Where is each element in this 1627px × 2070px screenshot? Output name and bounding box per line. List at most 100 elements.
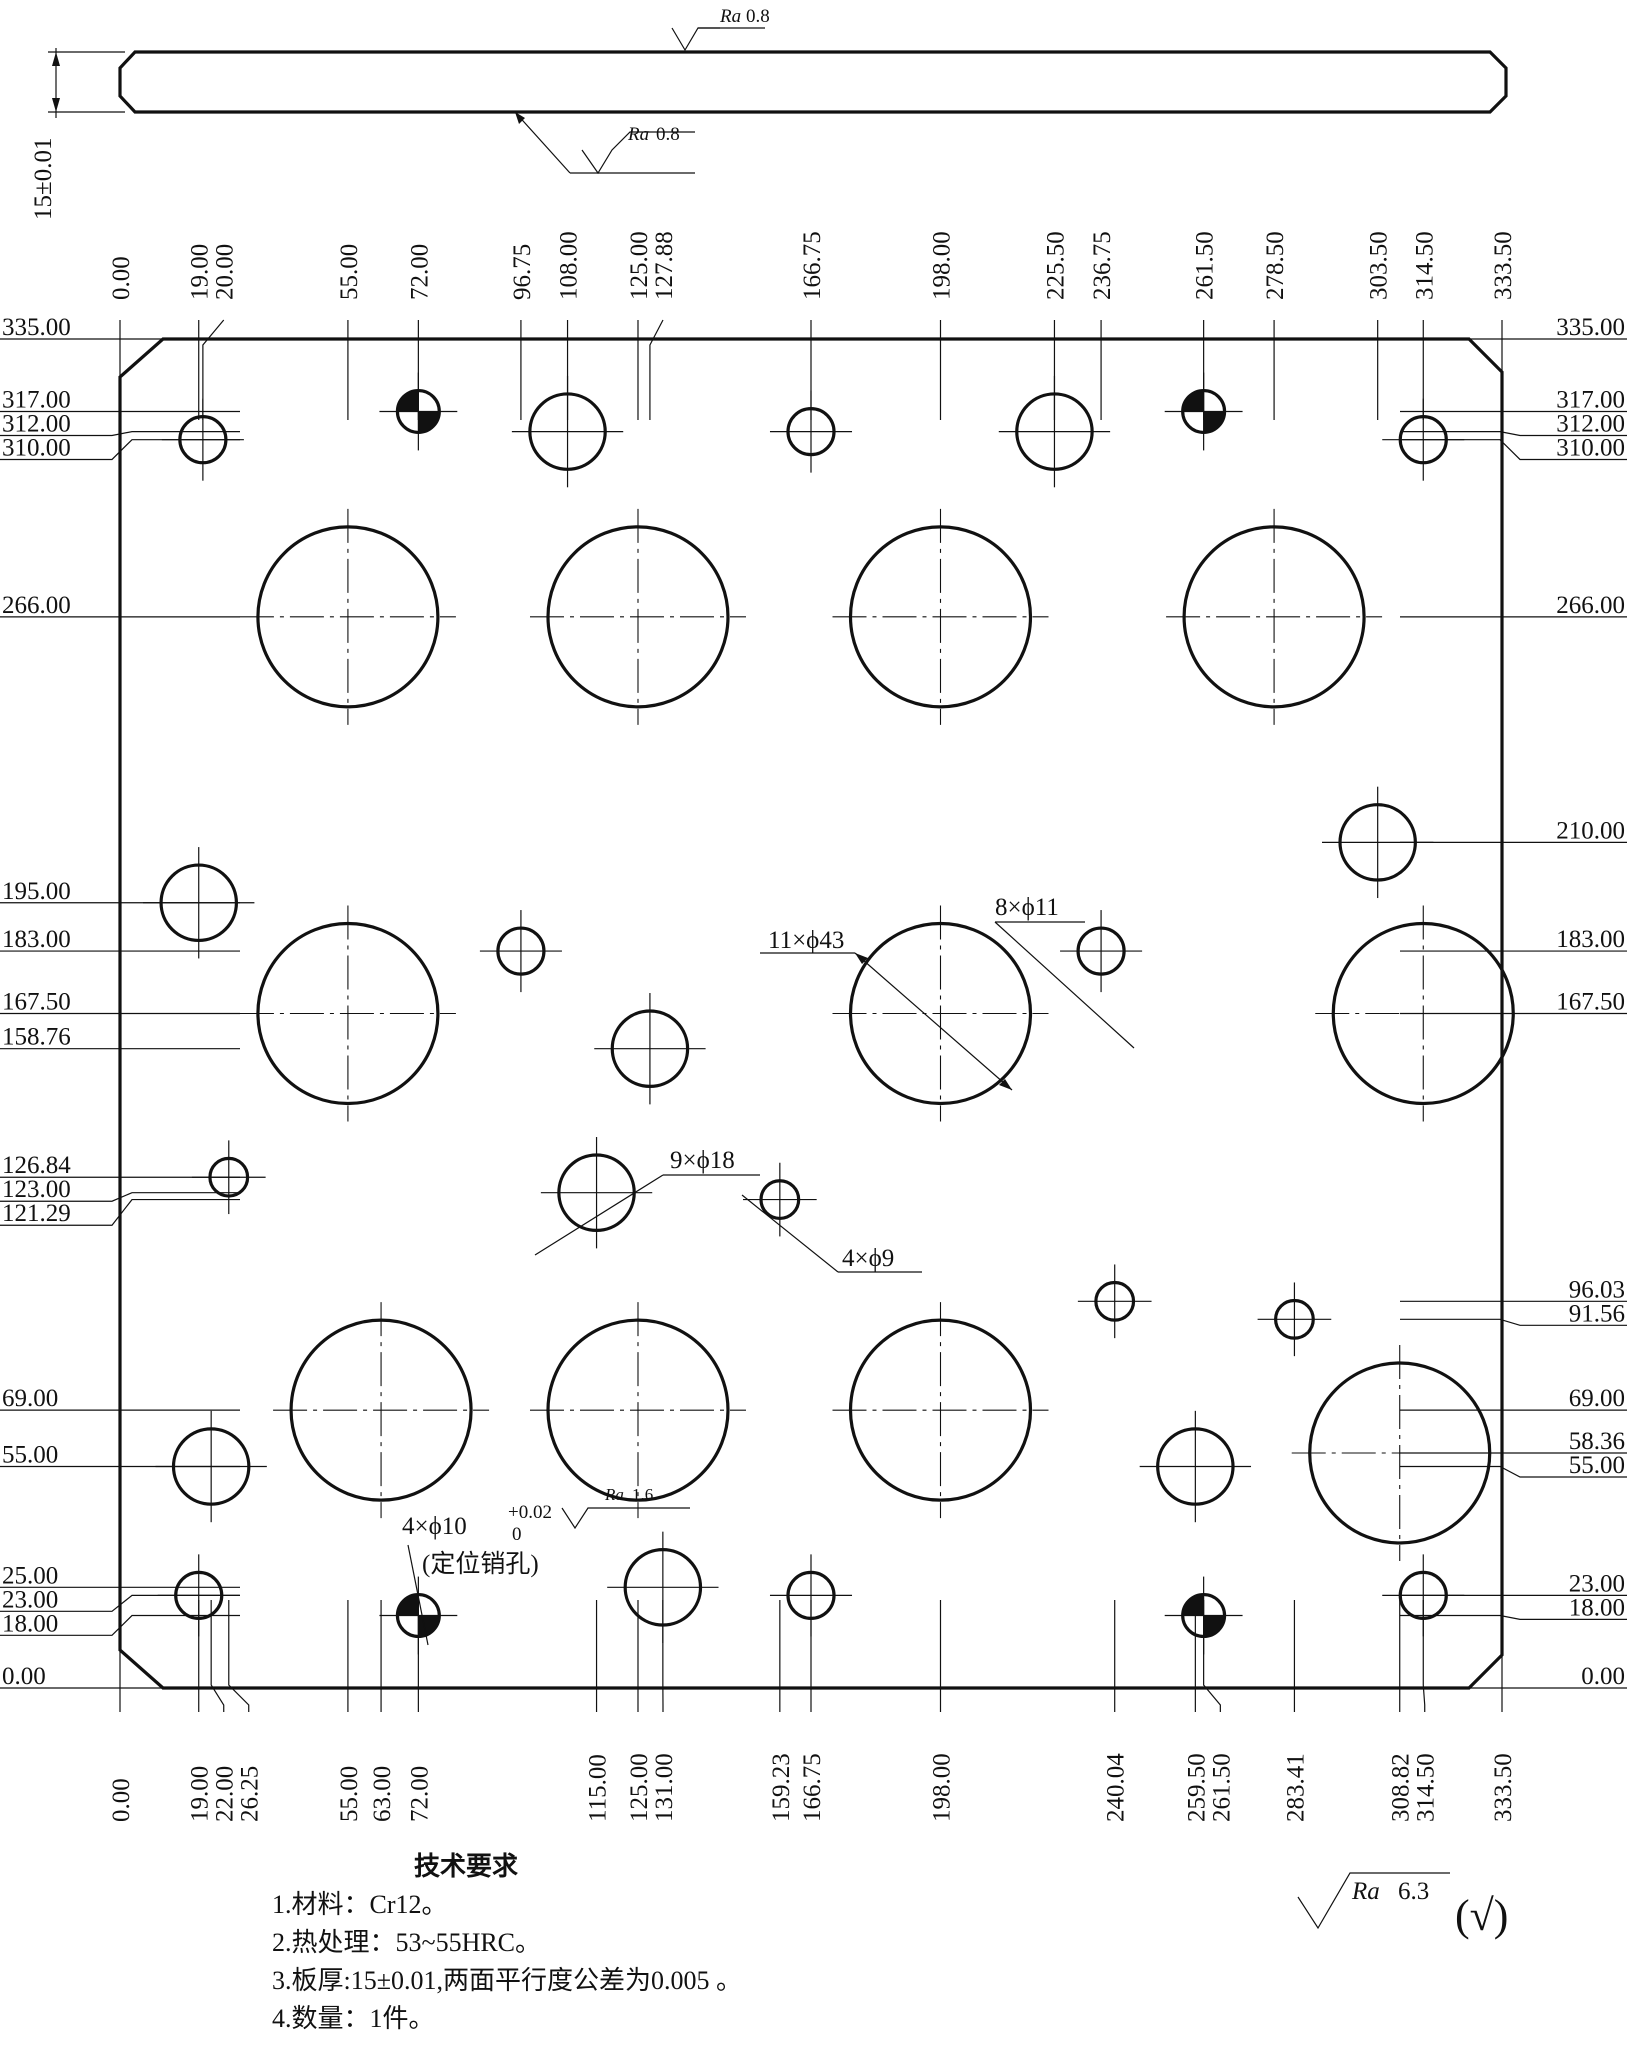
notes-title: 技术要求: [414, 1852, 519, 1881]
x-dimension-top: 261.50: [1192, 231, 1219, 300]
y-dimension-left: 123.00: [2, 1176, 71, 1203]
dowel-pin-hole: [379, 1576, 458, 1655]
hole-d18: [143, 847, 255, 959]
hole-d11: [1382, 1554, 1465, 1637]
x-dimension-top: 225.50: [1042, 231, 1069, 300]
y-dimension-right: 23.00: [1569, 1570, 1625, 1597]
roughness-symbol-top: Ra 0.8: [671, 6, 770, 52]
callout-d11-text: 8×ϕ11: [995, 894, 1059, 921]
y-dimension-right: 69.00: [1569, 1385, 1625, 1412]
y-dimension-left: 183.00: [2, 926, 71, 953]
y-dimension-right: 18.00: [1569, 1594, 1625, 1621]
svg-text:0.8: 0.8: [656, 124, 680, 145]
y-dimension-left: 126.84: [2, 1152, 71, 1179]
x-dimension-bottom: 240.04: [1103, 1753, 1130, 1822]
hole-d18: [511, 375, 624, 488]
svg-text:Ra: Ra: [1351, 1878, 1380, 1905]
x-dimension-top: 20.00: [212, 244, 239, 300]
hole-d9: [1077, 1264, 1152, 1339]
hole-d18: [1322, 786, 1434, 899]
callout-d11-holes: 8×ϕ11: [994, 894, 1135, 1049]
hole-d43: [832, 1302, 1049, 1519]
hole-d43: [273, 1302, 490, 1519]
notes-item: 3.板厚:15±0.01,两面平行度公差为0.005 。: [272, 1966, 742, 1995]
x-dimension-top: 127.88: [651, 231, 678, 300]
y-dimension-left: 266.00: [2, 592, 71, 619]
x-dimension-bottom: 159.23: [768, 1753, 795, 1822]
callout-large-holes-text: 11×ϕ43: [768, 927, 844, 954]
y-dimension-right: 310.00: [1556, 434, 1625, 461]
hole-d43: [832, 508, 1049, 725]
x-dimension-bottom: 26.25: [237, 1766, 264, 1822]
right-dimensions: 335.00317.00312.00310.00266.00210.00183.…: [1400, 314, 1627, 1690]
x-dimension-top: 314.50: [1411, 231, 1438, 300]
svg-text:0.8: 0.8: [746, 6, 770, 27]
hole-d43: [1166, 508, 1383, 725]
hole-d43: [1315, 905, 1532, 1122]
callout-pin-tol-upper: +0.02: [508, 1502, 552, 1523]
y-dimension-left: 312.00: [2, 410, 71, 437]
svg-text:Ra: Ra: [604, 1485, 624, 1504]
hole-d11: [769, 1554, 853, 1637]
y-dimension-right: 58.36: [1569, 1428, 1625, 1455]
plate-outline: [118, 337, 1504, 1690]
callout-pin-note: (定位销孔): [422, 1550, 539, 1578]
x-dimension-bottom: 72.00: [406, 1766, 433, 1822]
y-dimension-right: 335.00: [1556, 314, 1625, 341]
x-dimension-top: 55.00: [336, 244, 363, 300]
hole-d11: [157, 1554, 240, 1637]
general-roughness-suffix: (√): [1455, 1891, 1508, 1940]
x-dimension-top: 278.50: [1262, 231, 1289, 300]
hole-d43: [1291, 1344, 1508, 1561]
y-dimension-right: 317.00: [1556, 386, 1625, 413]
y-dimension-right: 183.00: [1556, 926, 1625, 953]
notes-item: 4.数量：1件。: [272, 2004, 435, 2033]
y-dimension-left: 69.00: [2, 1385, 58, 1412]
callout-d18-text: 9×ϕ18: [670, 1147, 735, 1174]
x-dimension-bottom: 259.50: [1183, 1753, 1210, 1822]
x-dimension-top: 108.00: [556, 231, 583, 300]
x-dimension-bottom: 333.50: [1490, 1753, 1517, 1822]
x-dimension-bottom: 314.50: [1413, 1753, 1440, 1822]
notes-item: 1.材料：Cr12。: [272, 1890, 448, 1919]
y-dimension-right: 91.56: [1569, 1300, 1625, 1327]
y-dimension-right: 167.50: [1556, 989, 1625, 1016]
hole-d18: [607, 1531, 719, 1644]
hole-d11: [1382, 398, 1465, 481]
callout-d18-holes: 9×ϕ18: [534, 1147, 760, 1256]
notes-item: 2.热处理：53~55HRC。: [272, 1928, 542, 1957]
x-dimension-bottom: 19.00: [187, 1766, 214, 1822]
thickness-dimension: 15±0.01: [30, 138, 57, 220]
general-roughness: Ra 6.3 (√): [1297, 1872, 1508, 1940]
x-dimension-top: 333.50: [1490, 231, 1517, 300]
hole-d43: [239, 508, 456, 725]
y-dimension-left: 25.00: [2, 1562, 58, 1589]
hole-d18: [155, 1410, 267, 1523]
hole-d43: [239, 905, 456, 1122]
side-view-outline: [118, 50, 1508, 114]
y-dimension-left: 18.00: [2, 1610, 58, 1637]
hole-d11: [479, 910, 562, 993]
svg-text:6.3: 6.3: [1398, 1878, 1429, 1905]
svg-text:Ra: Ra: [627, 124, 649, 145]
side-view: 15±0.01 Ra 0.8 Ra 0.8: [30, 6, 1508, 220]
callout-d9-holes: 4×ϕ9: [741, 1194, 922, 1273]
y-dimension-left: 23.00: [2, 1586, 58, 1613]
x-dimension-top: 303.50: [1366, 231, 1393, 300]
holes: [143, 372, 1532, 1655]
y-dimension-left: 121.29: [2, 1200, 71, 1227]
hole-d9: [1257, 1282, 1332, 1357]
dowel-pin-hole: [1164, 1576, 1243, 1655]
x-dimension-top: 125.00: [626, 231, 653, 300]
y-dimension-left: 195.00: [2, 878, 71, 905]
hole-d18: [1139, 1410, 1252, 1523]
callout-large-holes: 11×ϕ43: [760, 927, 1013, 1091]
y-dimension-left: 167.50: [2, 989, 71, 1016]
technical-requirements: 技术要求 1.材料：Cr12。 2.热处理：53~55HRC。 3.板厚:15±…: [272, 1848, 742, 2038]
x-dimension-bottom: 261.50: [1208, 1753, 1235, 1822]
x-dimension-bottom: 131.00: [651, 1753, 678, 1822]
x-dimension-bottom: 166.75: [799, 1753, 826, 1822]
callout-d9-text: 4×ϕ9: [842, 1245, 894, 1272]
